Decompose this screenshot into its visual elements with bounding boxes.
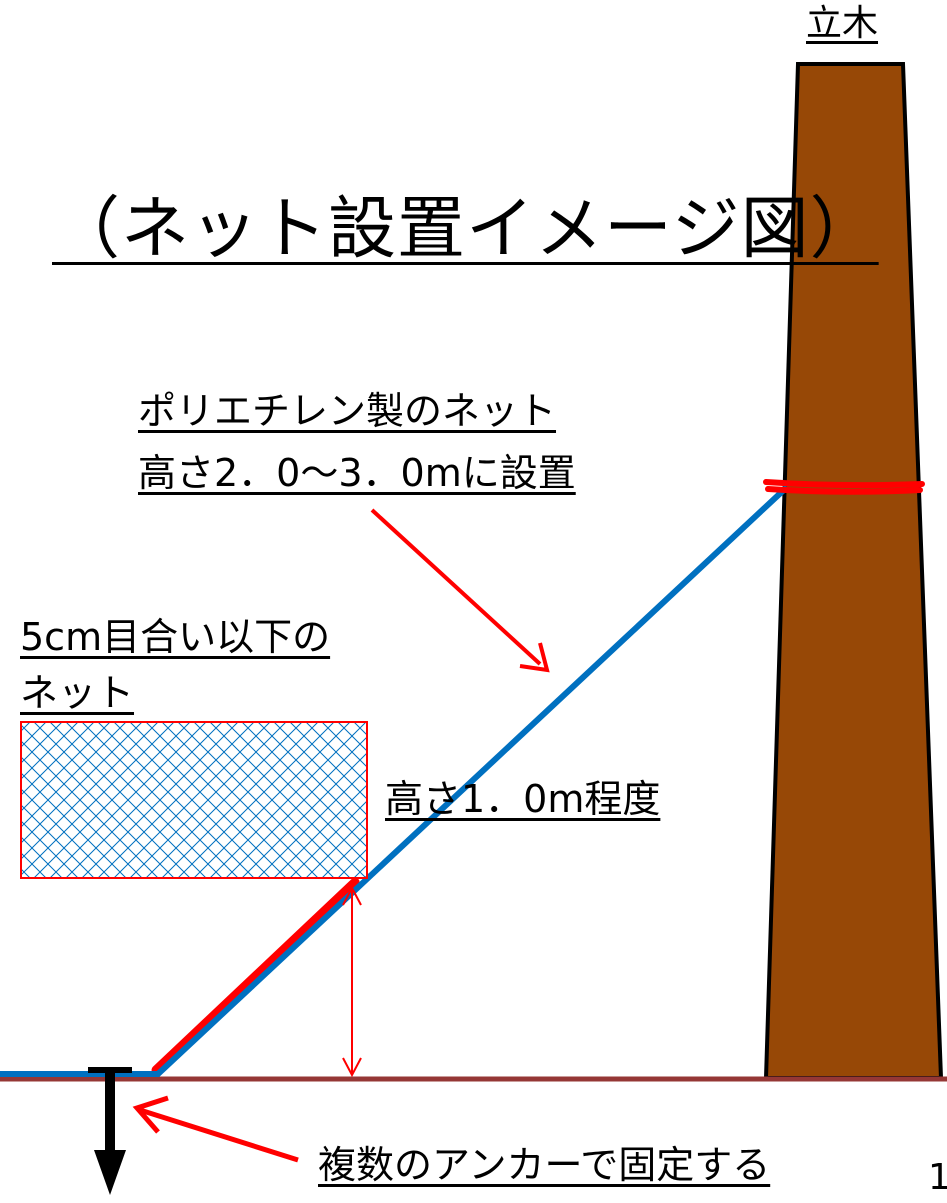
height-dimension-arrow — [342, 885, 362, 1078]
ground-net-segment — [151, 877, 360, 1075]
anchor-label: 複数のアンカーで固定する — [318, 1143, 771, 1187]
polyethylene-arrow — [370, 508, 550, 673]
mesh-net-sample — [20, 721, 368, 879]
trunk-tie-band — [763, 479, 925, 495]
anchor-arrow — [132, 1095, 299, 1163]
mesh-net-label-line1: 5cm目合い以下の — [20, 615, 331, 659]
diagram-title: （ネット設置イメージ図） — [52, 190, 879, 269]
polyethylene-net-line — [0, 484, 790, 1077]
polyethylene-net-label-line1: ポリエチレン製のネット — [138, 389, 557, 433]
anchor-icon — [88, 1067, 132, 1195]
height-label: 高さ1．0m程度 — [385, 777, 661, 821]
polyethylene-net-label-line2: 高さ2．0〜3．0mに設置 — [138, 451, 576, 495]
mesh-net-label-line2: ネット — [20, 671, 135, 715]
tree-label: 立木 — [806, 3, 879, 44]
page-number: 1 — [928, 1157, 947, 1198]
